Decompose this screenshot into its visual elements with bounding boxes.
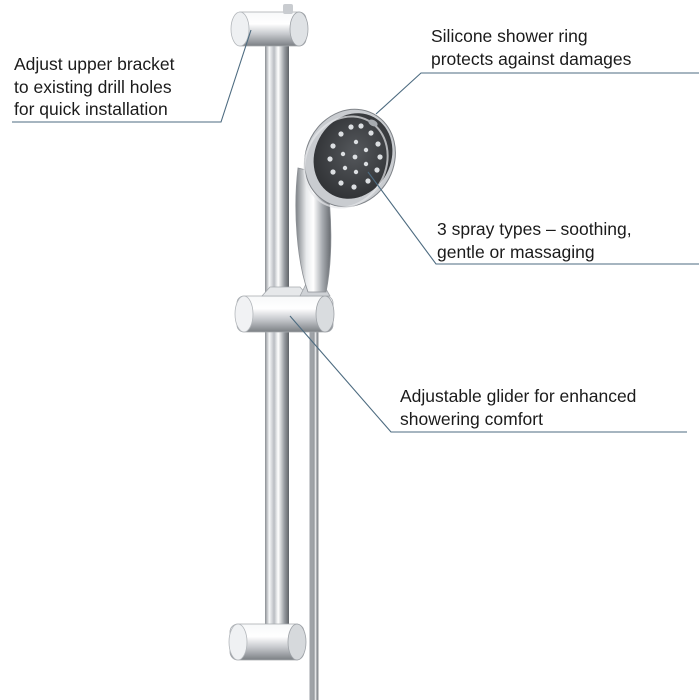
spray-callout-line: gentle or massaging: [437, 241, 595, 262]
ring-callout-line: Silicone shower ring: [431, 26, 588, 46]
spray-callout: 3 spray types – soothing, gentle or mass…: [437, 218, 632, 263]
glider-callout-line: showering comfort: [400, 408, 543, 429]
glider-callout-line: Adjustable glider for enhanced: [400, 386, 637, 406]
adjustable-glider: [234, 281, 335, 333]
callout-leader-lines: [12, 29, 699, 433]
bracket-callout-line: to existing drill holes: [14, 76, 172, 97]
glider-leader-line: [289, 315, 687, 433]
bracket-callout-line: Adjust upper bracket: [14, 54, 175, 74]
shower-rail: [265, 30, 289, 658]
ring-callout: Silicone shower ring protects against da…: [431, 25, 631, 70]
bracket-callout-line: for quick installation: [14, 99, 168, 119]
spray-callout-line: 3 spray types – soothing,: [437, 219, 632, 239]
glider-callout: Adjustable glider for enhanced showering…: [400, 385, 636, 430]
hand-shower-head: [303, 108, 396, 209]
ring-callout-line: protects against damages: [431, 48, 632, 69]
spray-leader-line: [367, 171, 699, 265]
lower-bracket: [228, 623, 307, 661]
bracket-leader-line: [12, 29, 252, 123]
upper-bracket: [230, 4, 309, 47]
ring-leader-line: [375, 72, 699, 115]
bracket-callout: Adjust upper bracket to existing drill h…: [14, 53, 175, 121]
